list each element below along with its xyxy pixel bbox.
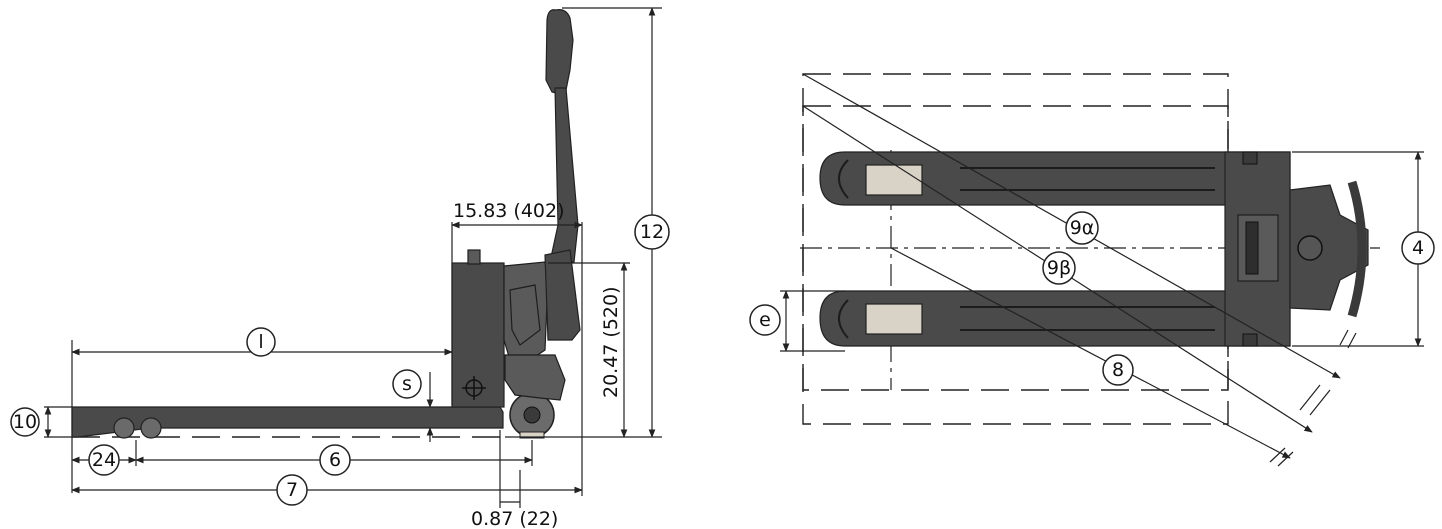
bubble-4 xyxy=(1401,231,1435,265)
tick-3 xyxy=(1269,447,1286,463)
top-view: 9α 9β 8 4 e xyxy=(749,73,1435,467)
tick-1 xyxy=(1299,384,1321,411)
label-s: s xyxy=(402,373,412,395)
chassis-box xyxy=(451,262,505,408)
bubble-9a xyxy=(1065,211,1099,245)
bubble-7 xyxy=(276,474,308,506)
label-7: 7 xyxy=(286,479,298,501)
label-9a: 9α xyxy=(1070,217,1095,239)
handle-shaft xyxy=(549,87,579,263)
pump-slot xyxy=(1245,221,1259,275)
label-12: 12 xyxy=(640,221,664,243)
bubble-s xyxy=(392,369,422,399)
bubble-9b xyxy=(1042,251,1076,285)
label-6: 6 xyxy=(329,449,341,471)
tick-5 xyxy=(1339,329,1349,346)
bubble-24 xyxy=(88,444,120,476)
pump-unit xyxy=(509,284,541,346)
bubble-l xyxy=(246,327,276,357)
tick-4 xyxy=(1277,451,1294,467)
label-9b: 9β xyxy=(1047,257,1071,279)
label-8: 8 xyxy=(1112,359,1124,381)
drive-head xyxy=(1289,184,1369,311)
label-top-width: 15.83 (402) xyxy=(453,200,565,222)
fork-tip-curve-1 xyxy=(838,159,849,199)
wheel-housing xyxy=(504,354,566,401)
label-24: 24 xyxy=(92,449,116,471)
chassis-tab-top xyxy=(1242,151,1258,165)
load-roller-1 xyxy=(113,417,135,439)
label-4: 4 xyxy=(1412,237,1424,259)
diag-8 xyxy=(890,247,1291,459)
label-wheel-offset: 0.87 (22) xyxy=(471,508,558,529)
drive-head-axle xyxy=(1297,235,1323,261)
side-view: l s 10 24 6 7 0.87 (22) 15.83 (402) xyxy=(10,7,670,529)
handle-base xyxy=(544,249,581,341)
tick-2 xyxy=(1309,389,1331,416)
chassis-tab-bottom xyxy=(1242,333,1258,347)
drive-wheel-hub xyxy=(523,406,541,424)
load-roller-top-2 xyxy=(865,303,923,335)
fork-top-lower xyxy=(819,290,1291,347)
bubble-10 xyxy=(10,407,40,437)
label-l: l xyxy=(258,331,263,353)
label-10: 10 xyxy=(13,411,37,433)
load-roller-top-1 xyxy=(865,164,923,196)
label-e: e xyxy=(759,309,771,331)
load-roller-2 xyxy=(140,417,162,439)
tiller-arc xyxy=(1347,180,1367,318)
drive-wheel-tread xyxy=(519,431,545,439)
bubble-12 xyxy=(634,214,670,250)
label-height: 20.47 (520) xyxy=(600,286,622,398)
crosshair-symbol xyxy=(462,376,486,400)
chassis-knob xyxy=(467,249,481,265)
bubble-e xyxy=(749,304,781,336)
fork-side xyxy=(71,406,504,438)
handle-grip xyxy=(545,9,574,95)
bubble-6 xyxy=(319,444,351,476)
fork-tip-curve-2 xyxy=(838,299,849,339)
bubble-8 xyxy=(1102,354,1134,386)
